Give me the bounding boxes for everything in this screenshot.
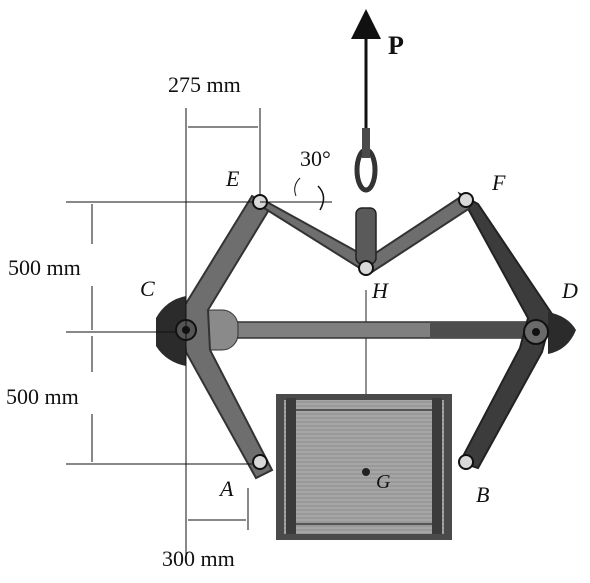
rod-cd — [183, 309, 545, 351]
point-label-b: B — [476, 482, 489, 507]
force-label: P — [388, 31, 404, 60]
dim-lower-height: 500 mm — [6, 384, 79, 409]
point-label-h: H — [371, 278, 389, 303]
dimension-lines — [66, 108, 261, 560]
dim-upper-height: 500 mm — [8, 255, 81, 280]
pin-f — [458, 192, 474, 208]
angle-label: 30° — [300, 146, 331, 171]
point-label-a: A — [218, 476, 234, 501]
crate — [276, 394, 452, 540]
point-label-g: G — [376, 471, 391, 493]
point-label-f: F — [491, 170, 506, 195]
point-label-e: E — [225, 166, 240, 191]
pin-b — [458, 454, 474, 470]
dim-bottom-width: 300 mm — [162, 546, 235, 571]
lifting-chain — [351, 9, 381, 265]
dim-top-width: 275 mm — [168, 72, 241, 97]
pin-a — [252, 454, 268, 470]
right-arm-fdb — [457, 191, 576, 470]
pin-h — [358, 260, 374, 276]
point-label-d: D — [561, 278, 578, 303]
angle-indicator — [260, 177, 332, 211]
left-arm-eca — [156, 194, 274, 480]
point-label-c: C — [140, 276, 155, 301]
